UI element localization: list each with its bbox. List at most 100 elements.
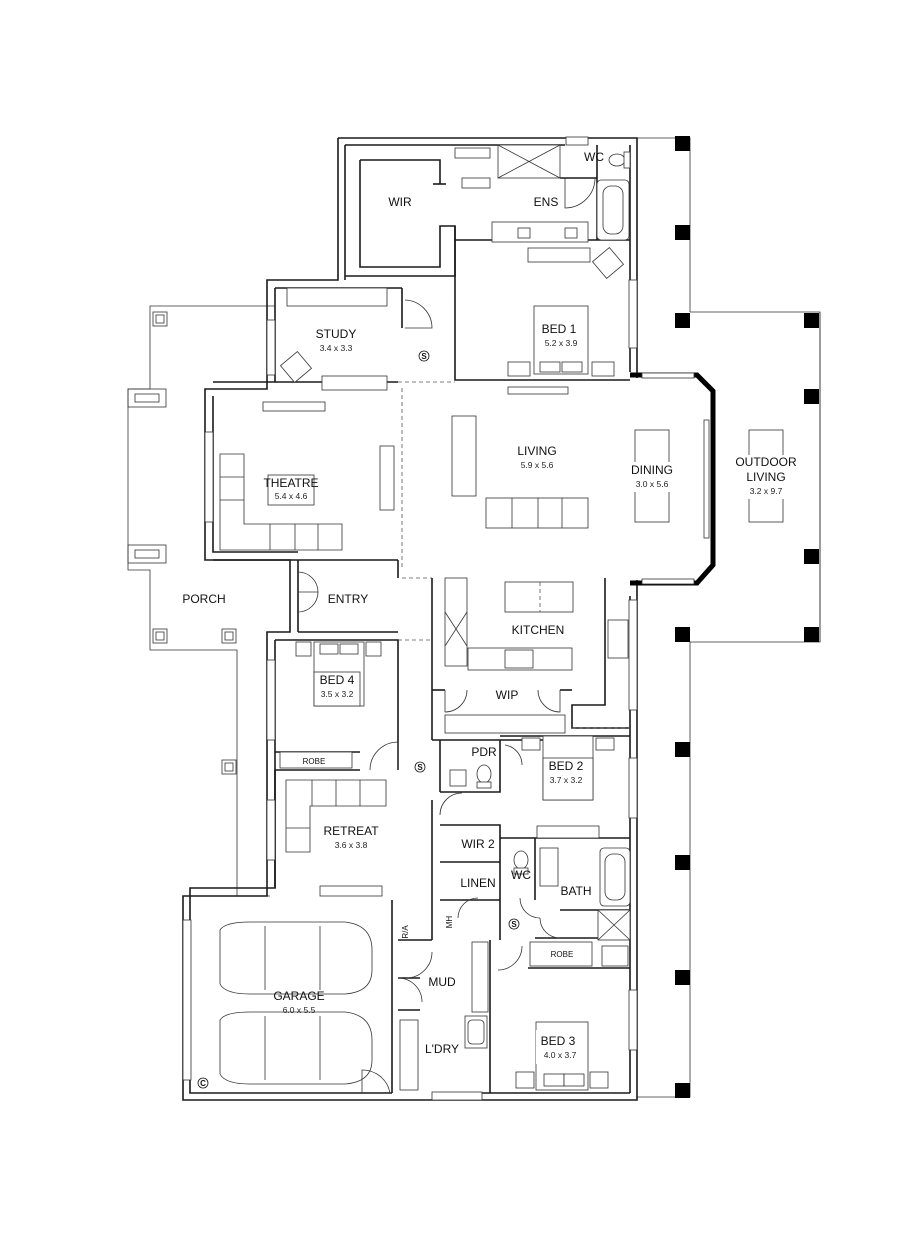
ensuite-fixtures	[454, 144, 631, 280]
c-symbol: C	[200, 1079, 206, 1088]
symbols: S S S C MH R/A	[197, 350, 520, 1089]
linen-label: LINEN	[460, 876, 495, 890]
study-label: STUDY	[316, 327, 357, 341]
post	[675, 1083, 690, 1098]
smoke-detector-icon	[414, 761, 426, 773]
entry-label: ENTRY	[328, 592, 368, 606]
post	[804, 313, 819, 328]
smoke-symbol: S	[421, 352, 427, 361]
robe4-label: ROBE	[303, 757, 326, 766]
ldry-external-door	[431, 1091, 483, 1101]
outdoor-label-line1: OUTDOOR	[735, 455, 797, 469]
fridge-pantry	[444, 577, 468, 667]
outdoor-dim: 3.2 x 9.7	[750, 486, 783, 496]
mud-ldry-fixtures	[399, 941, 489, 1091]
bed3-label: BED 3	[541, 1034, 576, 1048]
post	[804, 549, 819, 564]
smoke-detector-icon	[418, 350, 430, 362]
bed3-dim: 4.0 x 3.7	[544, 1050, 577, 1060]
wir2-label: WIR 2	[461, 837, 495, 851]
living-dim: 5.9 x 5.6	[521, 460, 554, 470]
study-furniture	[279, 287, 388, 391]
ldry-label: L'DRY	[425, 1042, 459, 1056]
room-labels: WC WIR ENS STUDY 3.4 x 3.3 BED 1 5.2 x 3…	[182, 150, 798, 1064]
vanity	[491, 221, 589, 243]
retreat-label: RETREAT	[323, 824, 379, 838]
cooktop	[504, 649, 534, 669]
robe3-label: ROBE	[551, 950, 574, 959]
post	[675, 225, 690, 240]
theatre-furniture	[219, 401, 395, 551]
bed1-label: BED 1	[542, 322, 577, 336]
dining-bay-walls	[630, 372, 716, 586]
door-bed2	[504, 744, 523, 766]
car-2	[219, 1011, 373, 1085]
door-entry-b	[297, 591, 319, 613]
pdr-fixtures	[449, 764, 492, 789]
car-1	[219, 921, 373, 995]
kitchen-fixtures	[444, 577, 629, 734]
theatre-label: THEATRE	[263, 476, 318, 490]
living-sofa	[451, 415, 477, 497]
bathroom-fixtures	[513, 847, 631, 967]
porch-outline	[127, 305, 275, 897]
living-label: LIVING	[517, 444, 556, 458]
retreat-dim: 3.6 x 3.8	[335, 840, 368, 850]
ens-label: ENS	[534, 195, 559, 209]
door-bed3	[497, 945, 523, 971]
door-mud	[405, 951, 433, 979]
doors	[297, 177, 596, 1101]
bed1-furniture	[507, 305, 615, 395]
door-ens	[564, 177, 596, 209]
door-garage	[397, 977, 423, 1003]
post	[804, 389, 819, 404]
door-wip-b	[537, 689, 561, 713]
door-bath	[539, 917, 561, 939]
wip-bench	[444, 714, 566, 734]
sink	[607, 619, 629, 659]
manhole-label: MH	[445, 916, 454, 929]
living-furniture	[451, 415, 784, 529]
door-bed4	[369, 741, 399, 771]
theatre-dim: 5.4 x 4.6	[275, 491, 308, 501]
living-sofa-2	[485, 497, 589, 529]
smoke-symbol: S	[511, 920, 517, 929]
post	[675, 313, 690, 328]
post	[804, 627, 819, 642]
door-garage-side	[361, 1069, 391, 1094]
alfresco-posts	[675, 136, 819, 1098]
theatre-sofa	[219, 453, 343, 551]
outdoor-label-line2: LIVING	[746, 470, 785, 484]
door-wc2	[519, 897, 541, 919]
bath-label: BATH	[560, 884, 591, 898]
door-linen	[457, 897, 479, 919]
mud-label: MUD	[428, 975, 456, 989]
alfresco-outline	[637, 137, 821, 1098]
bed2-label: BED 2	[549, 759, 584, 773]
bed1-dim: 5.2 x 3.9	[545, 338, 578, 348]
smoke-detector-icon	[508, 918, 520, 930]
post	[675, 855, 690, 870]
wc2-label: WC	[511, 868, 531, 882]
garage-dim: 6.0 x 5.5	[283, 1005, 316, 1015]
ra-label: R/A	[401, 925, 410, 939]
garage-cars	[219, 921, 373, 1085]
porch-label: PORCH	[182, 592, 225, 606]
smoke-symbol: S	[417, 763, 423, 772]
post	[675, 136, 690, 151]
door-wip-a	[444, 689, 468, 713]
study-dim: 3.4 x 3.3	[320, 343, 353, 353]
garage-label: GARAGE	[273, 989, 324, 1003]
toilet	[608, 153, 626, 167]
c-icon	[197, 1077, 209, 1089]
kitchen-label: KITCHEN	[512, 623, 565, 637]
dining-label: DINING	[631, 463, 673, 477]
retreat-sofa	[285, 779, 387, 853]
dining-dim: 3.0 x 5.6	[636, 479, 669, 489]
post	[675, 970, 690, 985]
post	[675, 627, 690, 642]
study-desk	[286, 287, 388, 307]
windows	[182, 136, 638, 1081]
wir-label: WIR	[388, 195, 412, 209]
